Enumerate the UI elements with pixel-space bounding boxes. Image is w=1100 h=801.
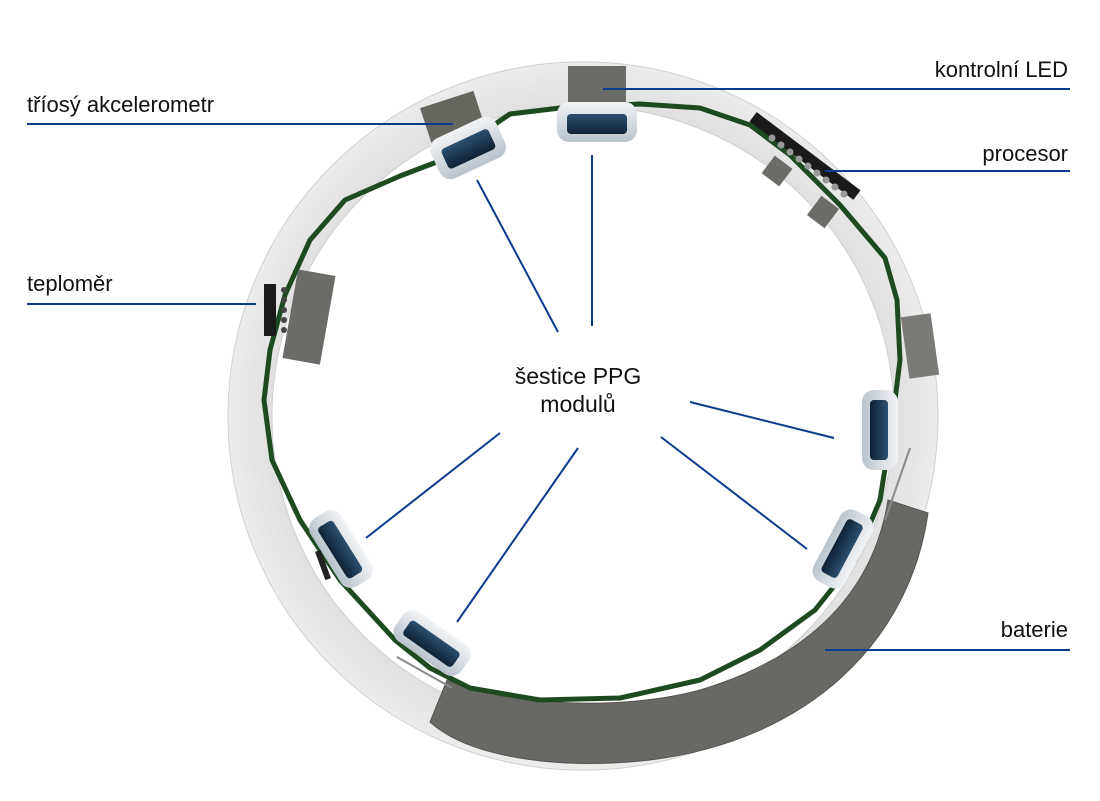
leader-lines [27, 88, 1070, 651]
side-component [900, 313, 940, 379]
processor-chip [749, 112, 861, 229]
ppg-label-line2: modulů [540, 391, 615, 417]
ppg-module [557, 102, 637, 142]
ppg-module [862, 390, 898, 470]
processor-label: procesor [982, 141, 1068, 166]
battery [429, 499, 929, 764]
thermometer-label: teploměr [27, 271, 113, 296]
ppg-module [812, 509, 874, 589]
ppg-leader [456, 447, 579, 623]
ppg-contact [315, 549, 331, 581]
ppg-module [393, 610, 471, 676]
led-label: kontrolní LED [935, 57, 1068, 82]
battery-label: baterie [1001, 617, 1068, 642]
ppg-leader [660, 436, 808, 550]
ppg-leader [476, 179, 559, 333]
accelerometer-label: tříosý akcelerometr [27, 92, 214, 117]
flex-circuit [261, 101, 903, 703]
ppg-module [430, 116, 506, 180]
thermometer-chip [264, 269, 336, 365]
ppg-leader [689, 401, 835, 439]
ppg-leader [365, 432, 501, 539]
ppg-leaders [365, 155, 835, 623]
battery-edge [396, 447, 911, 689]
ppg-module [309, 510, 373, 588]
ppg-label-line1: šestice PPG [515, 363, 642, 389]
